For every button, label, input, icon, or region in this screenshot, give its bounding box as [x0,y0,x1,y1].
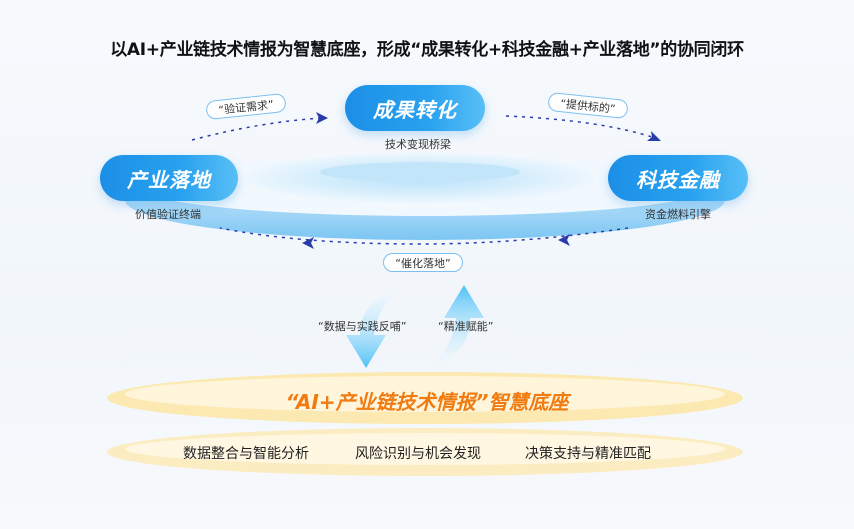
node-subtitle: 资金燃料引擎 [645,208,711,221]
flow-label-feedback: “数据与实践反哺” [318,320,407,333]
node-subtitle: 价值验证终端 [135,208,201,221]
up-arrow [430,285,484,365]
down-arrow [346,290,400,368]
page-title: 以AI+产业链技术情报为智慧底座，形成“成果转化+科技金融+产业落地”的协同闭环 [110,40,744,60]
arrowhead [558,234,570,246]
node-tech-finance: 科技金融 [608,155,748,201]
arrowhead [316,112,328,124]
feature-item: 数据整合与智能分析 [183,446,309,462]
arrow-left-to-top [191,117,323,141]
arrow-right-to-left [219,227,629,245]
node-industry-landing: 产业落地 [100,155,238,201]
node-subtitle: 技术变现桥梁 [385,138,451,151]
feature-item: 风险识别与机会发现 [355,446,481,462]
feature-item: 决策支持与精准匹配 [525,446,651,462]
arrowhead [647,131,661,141]
flow-label-catalyze-landing: “催化落地” [383,253,463,272]
flow-label-empower: “精准赋能” [438,320,494,333]
node-achievement-transformation: 成果转化 [345,85,485,131]
arrow-top-to-right [505,115,656,139]
arrowhead [302,237,314,249]
base-title: “AI+产业链技术情报”智慧底座 [285,390,569,414]
